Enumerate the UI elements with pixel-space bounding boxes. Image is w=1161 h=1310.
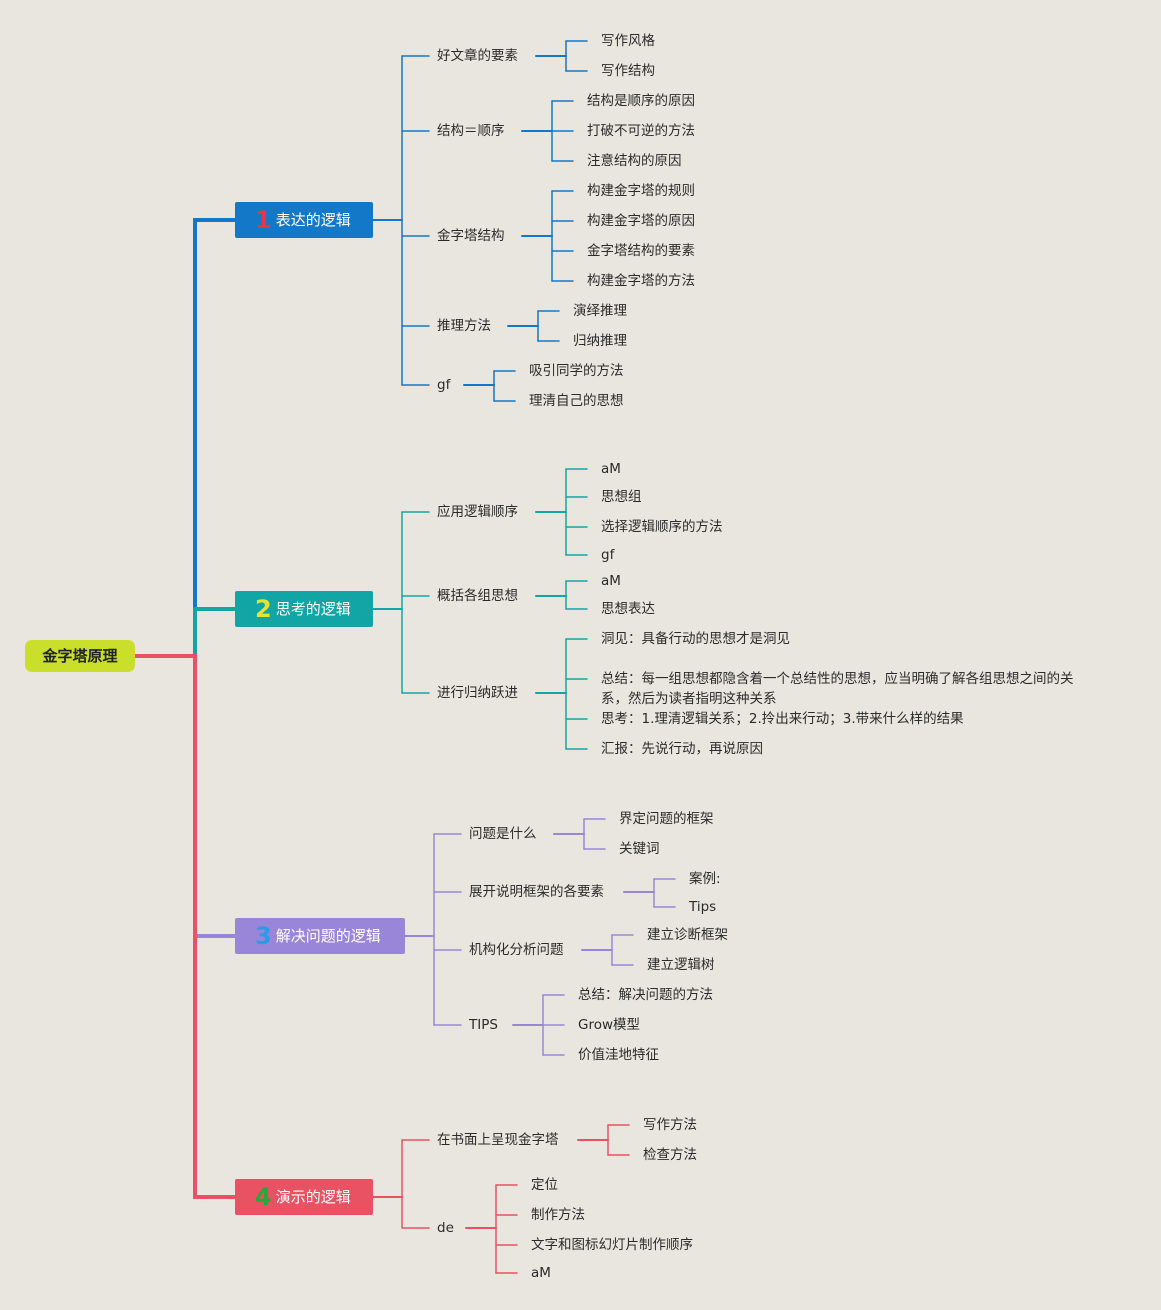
root-node[interactable]: 金字塔原理 [25, 640, 135, 672]
level3-node[interactable]: Grow模型 [578, 1017, 641, 1033]
level3-node[interactable]: 总结：每一组思想都隐含着一个总结性的思想，应当明确了解各组思想之间的关系，然后为… [601, 671, 1074, 707]
level2-node[interactable]: 好文章的要素 [437, 48, 518, 64]
trunk-line-1 [135, 218, 235, 658]
level3-node[interactable]: 制作方法 [531, 1207, 585, 1223]
level3-node[interactable]: 构建金字塔的方法 [587, 273, 695, 289]
level2-node[interactable]: 推理方法 [437, 318, 491, 334]
level2-node[interactable]: 结构＝顺序 [437, 123, 505, 139]
level3-node[interactable]: 关键词 [619, 841, 660, 857]
level3-node[interactable]: 界定问题的框架 [619, 811, 714, 827]
level3-node[interactable]: 思想组 [601, 489, 642, 505]
level3-node[interactable]: 写作方法 [643, 1117, 697, 1133]
branch-label: 解决问题的逻辑 [275, 927, 381, 945]
branch-number: 2 [255, 595, 272, 623]
level3-node[interactable]: 归纳推理 [573, 333, 627, 349]
trunk-line-4 [135, 654, 235, 1199]
level2-node[interactable]: 机构化分析问题 [469, 942, 564, 958]
level3-node[interactable]: 文字和图标幻灯片制作顺序 [531, 1237, 693, 1253]
level3-node[interactable]: 吸引同学的方法 [529, 363, 624, 379]
level3-node[interactable]: 理清自己的思想 [529, 393, 624, 409]
branch-label: 演示的逻辑 [275, 1188, 351, 1206]
level2-node[interactable]: 问题是什么 [469, 826, 537, 842]
level2-node[interactable]: 展开说明框架的各要素 [469, 884, 604, 900]
level3-node[interactable]: gf [601, 547, 615, 563]
level3-node[interactable]: 写作结构 [601, 63, 655, 79]
trunk-line-3 [135, 654, 235, 938]
level3-node[interactable]: 注意结构的原因 [587, 153, 682, 169]
level2-node[interactable]: TIPS [469, 1017, 498, 1033]
level3-node[interactable]: 写作风格 [601, 33, 655, 49]
level3-node[interactable]: 构建金字塔的原因 [587, 213, 695, 229]
level3-node[interactable]: 选择逻辑顺序的方法 [601, 519, 723, 535]
branch-number: 4 [255, 1183, 272, 1211]
level3-node[interactable]: 构建金字塔的规则 [587, 183, 695, 199]
branch-number: 1 [255, 206, 272, 234]
level3-node[interactable]: Tips [689, 899, 717, 915]
level2-node[interactable]: de [437, 1220, 454, 1236]
branch-label: 表达的逻辑 [275, 211, 351, 229]
level3-node[interactable]: aM [601, 573, 621, 589]
level3-node[interactable]: 建立诊断框架 [647, 927, 728, 943]
level2-node[interactable]: 金字塔结构 [437, 228, 505, 244]
level3-node[interactable]: 思考：1.理清逻辑关系；2.拎出来行动；3.带来什么样的结果 [601, 711, 964, 727]
level3-node[interactable]: 演绎推理 [573, 303, 627, 319]
level3-node[interactable]: 金字塔结构的要素 [587, 243, 695, 259]
level3-node[interactable]: 建立逻辑树 [647, 957, 715, 973]
level2-node[interactable]: 进行归纳跃进 [437, 685, 518, 701]
branch-number: 3 [255, 922, 272, 950]
level3-node[interactable]: 洞见：具备行动的思想才是洞见 [601, 631, 790, 647]
level3-node[interactable]: 汇报：先说行动，再说原因 [601, 741, 763, 757]
level3-node[interactable]: 结构是顺序的原因 [587, 93, 695, 109]
level3-node[interactable]: aM [601, 461, 621, 477]
level3-node[interactable]: aM [531, 1265, 551, 1281]
level3-node[interactable]: 案例: [689, 871, 721, 887]
level3-node[interactable]: 打破不可逆的方法 [587, 123, 695, 139]
trunk-line-2 [135, 607, 235, 658]
level2-node[interactable]: 在书面上呈现金字塔 [437, 1132, 559, 1148]
level3-node[interactable]: 定位 [531, 1177, 558, 1193]
level2-node[interactable]: 概括各组思想 [437, 588, 518, 604]
branch-label: 思考的逻辑 [275, 600, 351, 618]
level2-node[interactable]: gf [437, 377, 451, 393]
level3-node[interactable]: 检查方法 [643, 1147, 697, 1163]
level3-node[interactable]: 思想表达 [601, 601, 655, 617]
level3-node[interactable]: 总结：解决问题的方法 [578, 987, 713, 1003]
level2-node[interactable]: 应用逻辑顺序 [437, 504, 518, 520]
level3-node[interactable]: 价值洼地特征 [578, 1047, 659, 1063]
